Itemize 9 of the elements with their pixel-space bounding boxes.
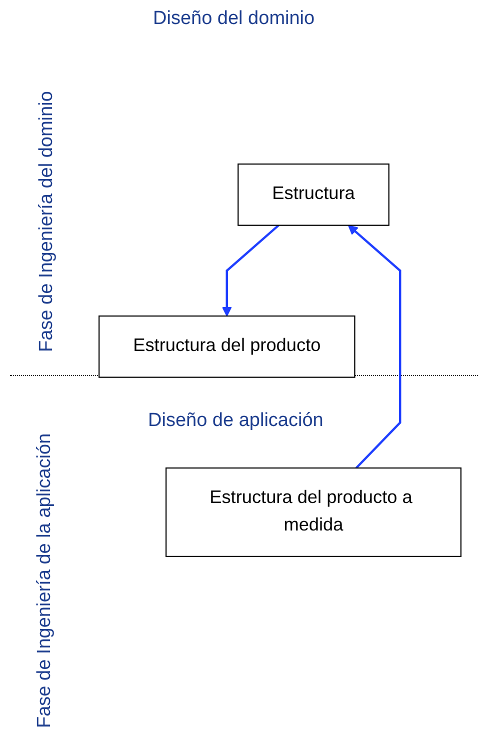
node-box: Estructura del producto a medida [166, 467, 462, 557]
section-heading: Diseño de aplicación [148, 410, 324, 432]
phase-label: Fase de Ingeniería de la aplicación [34, 433, 56, 728]
arrow [348, 224, 402, 469]
arrow [222, 224, 280, 316]
node-box: Estructura [238, 163, 390, 226]
phase-label: Fase de Ingeniería del dominio [36, 91, 58, 352]
node-box: Estructura del producto [98, 315, 356, 378]
section-heading: Diseño del dominio [153, 8, 315, 30]
